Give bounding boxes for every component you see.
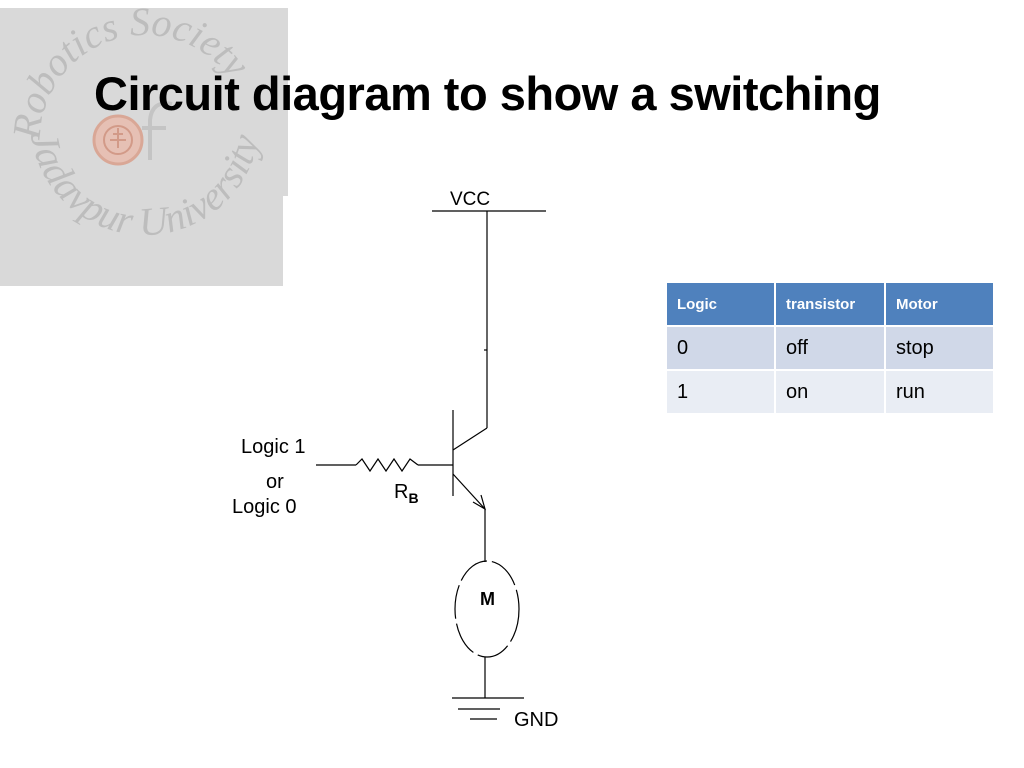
gnd-label: GND — [514, 709, 559, 731]
table-cell: on — [774, 369, 886, 415]
logo-mark-icon — [142, 101, 173, 160]
transistor-collector — [452, 427, 488, 451]
motor-label: M — [480, 589, 495, 609]
input-label-or: or — [266, 471, 284, 493]
resistor-label-main: R — [394, 481, 409, 503]
header-motor: Motor — [884, 281, 995, 327]
table-cell: stop — [884, 325, 995, 371]
table-cell: 0 — [665, 325, 776, 371]
transistor-emitter — [452, 473, 486, 510]
resistor-label-subscript: B — [408, 490, 419, 506]
input-label-logic0: Logic 0 — [232, 496, 297, 518]
table-row: 0 off stop — [665, 325, 995, 371]
header-logic: Logic — [665, 281, 776, 327]
logo-seal-icon — [92, 114, 144, 166]
table-header-row: Logic transistor Motor — [665, 281, 995, 327]
truth-table: Logic transistor Motor 0 off stop 1 on r… — [665, 281, 995, 415]
table-cell: run — [884, 369, 995, 415]
slide-title: Circuit diagram to show a switching — [94, 67, 881, 120]
vcc-label: VCC — [450, 189, 491, 210]
robotics-society-logo: Robotics Society Jadavpur University — [0, 0, 288, 286]
header-transistor: transistor — [774, 281, 886, 327]
table-cell: 1 — [665, 369, 776, 415]
input-label-logic1: Logic 1 — [241, 436, 306, 458]
resistor-label: RB — [394, 481, 419, 506]
table-row: 1 on run — [665, 369, 995, 415]
table-cell: off — [774, 325, 886, 371]
resistor-rb-icon — [355, 457, 419, 473]
motor-icon — [454, 560, 520, 658]
